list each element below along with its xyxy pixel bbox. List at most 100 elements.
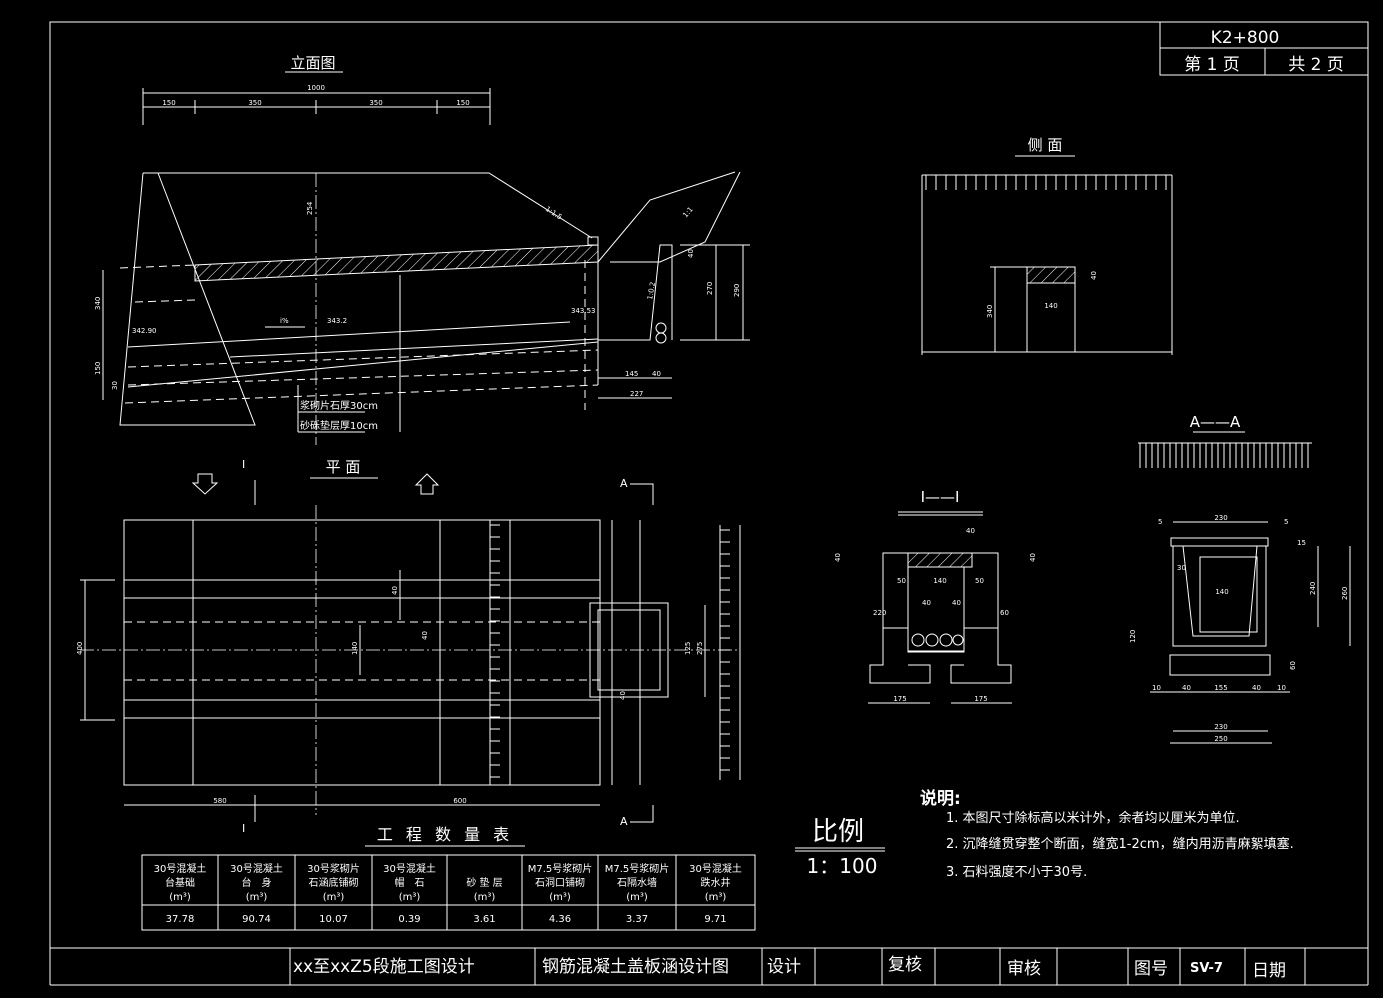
section-A-A: A——A 230 5 5 15 30 140 240 260 60 120 10… bbox=[1129, 413, 1351, 744]
section-title: I——I bbox=[921, 488, 960, 506]
column-header: M7.5号浆砌片 bbox=[528, 862, 593, 875]
review-label: 审核 bbox=[1007, 959, 1041, 979]
dim-label: 60 bbox=[1289, 661, 1297, 670]
column-header: 30号混凝土 bbox=[689, 862, 742, 875]
table-cell: 4.36 bbox=[549, 914, 571, 925]
slope-label: 1:1 bbox=[681, 206, 694, 220]
table-cell: 10.07 bbox=[319, 914, 348, 925]
column-header: 台基础 bbox=[165, 876, 195, 889]
column-unit: (m³) bbox=[246, 892, 268, 903]
column-header: 石洞口铺砌 bbox=[535, 876, 585, 889]
dim-label: 40 bbox=[1029, 553, 1037, 562]
section-mark: I bbox=[242, 458, 245, 471]
column-header: 石涵底铺砌 bbox=[309, 876, 359, 889]
dim-label: 40 bbox=[922, 599, 931, 607]
scale-label: 比例 bbox=[812, 817, 864, 847]
sheet-info-box: K2+800 第 1 页 共 2 页 bbox=[1159, 21, 1369, 76]
page-number: 第 1 页 bbox=[1184, 55, 1240, 75]
project-name: xx至xxZ5段施工图设计 bbox=[293, 957, 475, 977]
dim-height: 254 bbox=[306, 201, 314, 215]
note-item: 1. 本图尺寸除标高以米计外，余者均以厘米为单位. bbox=[946, 810, 1240, 826]
elevation-title: 立面图 bbox=[290, 54, 335, 72]
table-cell: 0.39 bbox=[398, 914, 420, 925]
dim-label: 175 bbox=[893, 695, 906, 703]
column-unit: (m³) bbox=[549, 892, 571, 903]
column-unit: (m³) bbox=[705, 892, 727, 903]
column-header: 30号混凝土 bbox=[383, 862, 436, 875]
date-label: 日期 bbox=[1252, 961, 1286, 981]
dim-label: 40 bbox=[952, 599, 961, 607]
elevation-mark: 343.53 bbox=[571, 307, 596, 315]
dim-label: 10 bbox=[1277, 684, 1286, 692]
drawing-number: SV-7 bbox=[1190, 961, 1223, 976]
dim-label: 50 bbox=[975, 577, 984, 585]
section-mark: I bbox=[242, 822, 245, 835]
column-header: 帽 石 bbox=[395, 876, 425, 889]
dim-total: 1000 bbox=[307, 84, 325, 92]
dim-label: 30 bbox=[111, 381, 119, 390]
table-cell: 3.37 bbox=[626, 914, 648, 925]
column-unit: (m³) bbox=[399, 892, 421, 903]
elevation-mark: 343.2 bbox=[327, 317, 347, 325]
table-title: 工 程 数 量 表 bbox=[377, 825, 513, 844]
dim-label: 350 bbox=[248, 99, 261, 107]
dim-label: 260 bbox=[1341, 587, 1349, 600]
table-cell: 9.71 bbox=[704, 914, 726, 925]
column-unit: (m³) bbox=[169, 892, 191, 903]
dim-label: 340 bbox=[94, 297, 102, 310]
note-item: 3. 石料强度不小于30号. bbox=[946, 864, 1087, 880]
dim-label: 230 bbox=[1214, 723, 1227, 731]
dim-label: 125 bbox=[684, 642, 692, 655]
dim-label: 40 bbox=[966, 527, 975, 535]
section-mark: A bbox=[620, 815, 628, 828]
dim-label: 140 bbox=[1044, 302, 1057, 310]
dim-label: 1:0.2 bbox=[646, 281, 657, 300]
notes-title: 说明: bbox=[920, 788, 961, 809]
dim-label: 120 bbox=[1129, 630, 1137, 643]
station-label: K2+800 bbox=[1211, 28, 1280, 48]
plan-title: 平 面 bbox=[326, 458, 361, 476]
elevation-view: 立面图 1000 150 350 350 150 254 1:1.5 bbox=[94, 54, 750, 445]
column-header: 跌水井 bbox=[701, 876, 731, 889]
dim-label: 5 bbox=[1284, 518, 1288, 526]
column-header: 30号混凝土 bbox=[230, 862, 283, 875]
scale-block: 比例 1：100 bbox=[795, 817, 885, 878]
gradient-label: i% bbox=[280, 317, 289, 325]
layer-label: 砂砾垫层厚10cm bbox=[300, 419, 378, 432]
dim-label: 15 bbox=[1297, 539, 1306, 547]
section-title: A——A bbox=[1190, 413, 1241, 431]
check-label: 复核 bbox=[888, 955, 922, 975]
dim-label: 350 bbox=[369, 99, 382, 107]
dim-label: 150 bbox=[94, 362, 102, 375]
dim-label: 150 bbox=[162, 99, 175, 107]
dim-label: 140 bbox=[351, 642, 359, 655]
column-header: 石隔水墙 bbox=[617, 876, 657, 889]
dim-label: 400 bbox=[76, 642, 84, 655]
dim-label: 5 bbox=[1158, 518, 1162, 526]
dim-label: 175 bbox=[974, 695, 987, 703]
column-unit: (m³) bbox=[626, 892, 648, 903]
dim-label: 40 bbox=[421, 631, 429, 640]
dim-label: 340 bbox=[986, 305, 994, 318]
dim-label: 40 bbox=[619, 691, 627, 700]
column-header: 30号浆砌片 bbox=[307, 862, 360, 875]
dim-label: 10 bbox=[1152, 684, 1161, 692]
table-cell: 90.74 bbox=[242, 914, 271, 925]
title-block: xx至xxZ5段施工图设计 钢筋混凝土盖板涵设计图 设计 复核 审核 图号 SV… bbox=[50, 947, 1368, 986]
note-item: 2. 沉降缝贯穿整个断面，缝宽1-2cm，缝内用沥青麻絮填塞. bbox=[946, 836, 1294, 852]
layer-label: 浆砌片石厚30cm bbox=[300, 399, 378, 412]
column-header: 台 身 bbox=[242, 876, 272, 889]
design-label: 设计 bbox=[767, 957, 801, 977]
dim-label: 240 bbox=[1309, 582, 1317, 595]
table-cell: 37.78 bbox=[166, 914, 195, 925]
dim-label: 40 bbox=[391, 586, 399, 595]
scale-value: 1：100 bbox=[807, 854, 878, 878]
drawing-number-label: 图号 bbox=[1134, 959, 1168, 979]
side-view: 侧 面 340 40 140 bbox=[921, 136, 1173, 355]
dim-label: 60 bbox=[1000, 609, 1009, 617]
dim-label: 145 bbox=[625, 370, 638, 378]
section-mark: A bbox=[620, 477, 628, 490]
side-view-title: 侧 面 bbox=[1028, 136, 1063, 154]
